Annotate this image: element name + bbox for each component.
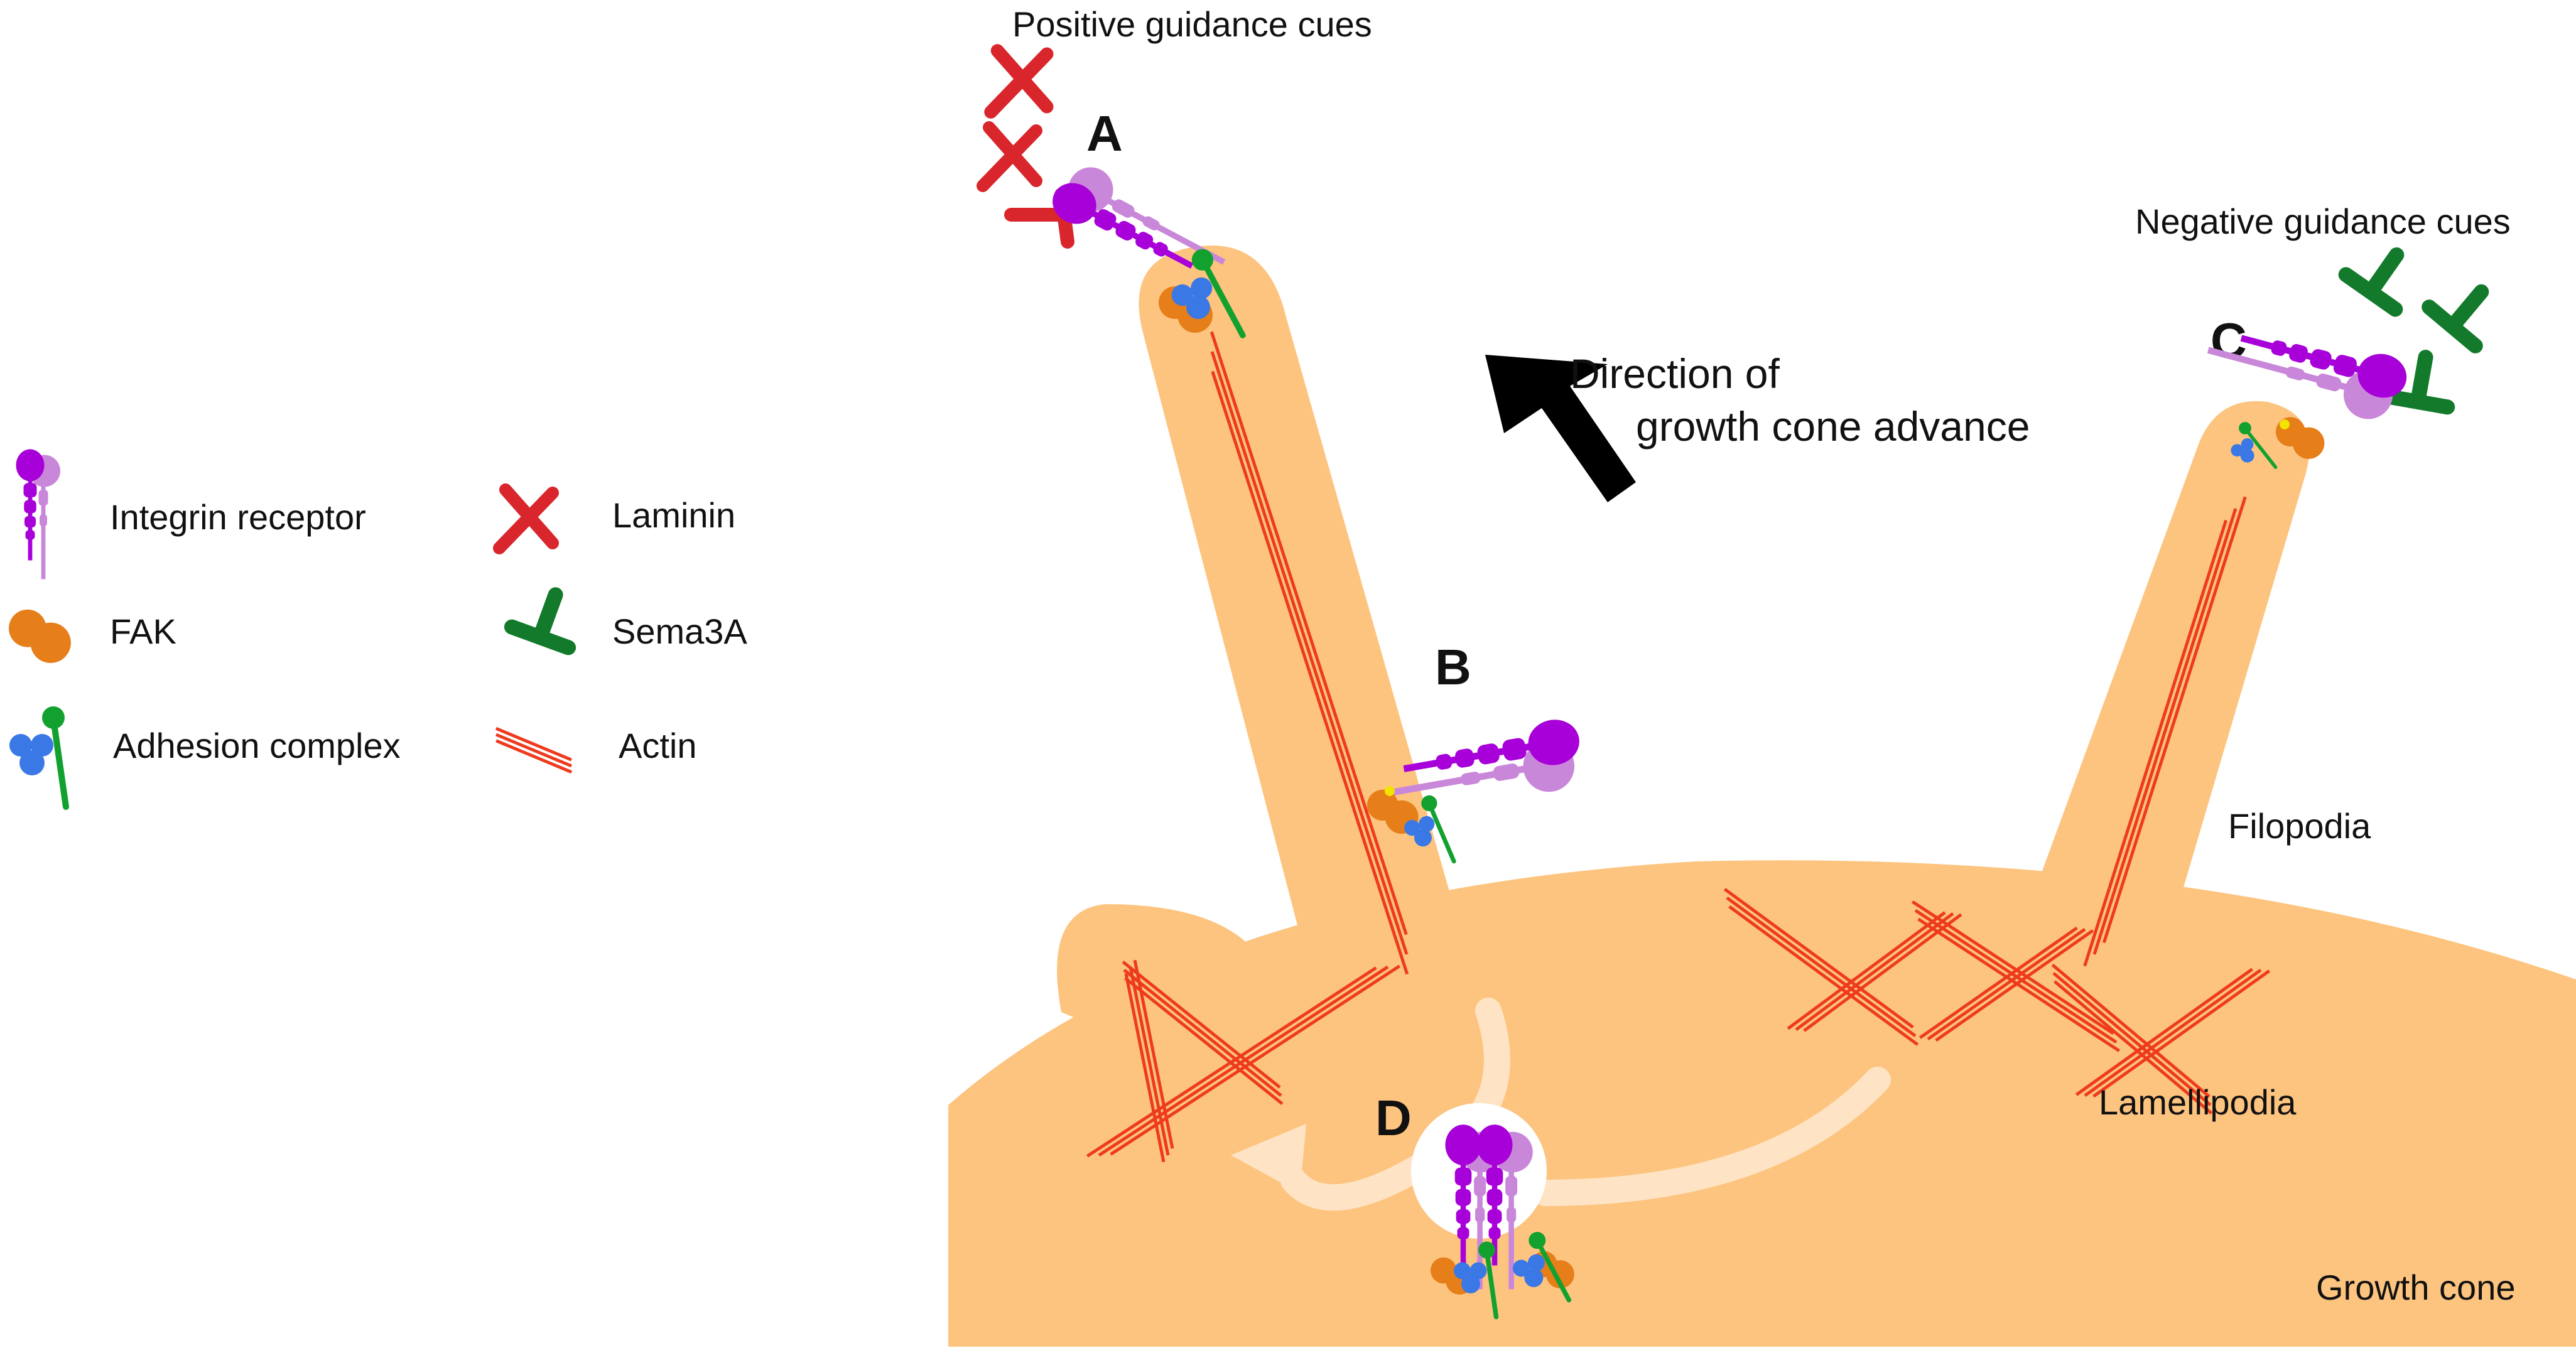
adhesion-complex-cluster-b bbox=[1404, 795, 1456, 864]
sema3a-icon bbox=[2422, 284, 2489, 353]
actin-filopodium-right bbox=[2083, 496, 2247, 967]
actin-filament bbox=[2075, 968, 2271, 1098]
actin-filament bbox=[1723, 888, 1919, 1046]
positive-cues-label: Positive guidance cues bbox=[1012, 4, 1372, 44]
panel-label-d: D bbox=[1375, 1090, 1412, 1146]
filopodium-right bbox=[2035, 401, 2310, 892]
legend-fak-icon bbox=[9, 609, 71, 663]
legend-sema3a-label: Sema3A bbox=[612, 612, 747, 651]
actin-filament bbox=[1787, 911, 1962, 1032]
legend-fak-label: FAK bbox=[110, 612, 176, 651]
actin-filament bbox=[2051, 963, 2213, 1115]
phospho-marker-b bbox=[1385, 786, 1395, 796]
legend-adhesion-label: Adhesion complex bbox=[113, 726, 401, 765]
legend-integrin-label: Integrin receptor bbox=[110, 497, 366, 537]
integrin-cluster-a bbox=[1053, 167, 1226, 269]
lamellipodia-lobe bbox=[1057, 904, 1262, 1036]
sema3a-icon bbox=[2338, 247, 2405, 317]
panel-label-b: B bbox=[1435, 639, 1471, 695]
lamellipodia-label: Lamellipodia bbox=[2099, 1082, 2297, 1122]
receptor-clusters bbox=[1053, 167, 2407, 864]
actin-filopodium-left bbox=[1210, 331, 1409, 975]
legend: Integrin receptor FAK Adhesion complex L… bbox=[9, 449, 747, 810]
direction-arrow bbox=[1485, 355, 1636, 502]
legend-adhesion-complex-icon bbox=[9, 706, 69, 810]
filopodium-left bbox=[1139, 245, 1466, 964]
endosome-receptors bbox=[1431, 1124, 1574, 1320]
legend-sema3a-icon bbox=[504, 587, 576, 655]
legend-actin-label: Actin bbox=[619, 726, 697, 765]
integrin-cluster-c bbox=[2207, 335, 2407, 419]
integrin-cluster-b bbox=[1377, 720, 1579, 799]
sema3a-cues bbox=[2338, 247, 2489, 415]
laminin-icon bbox=[977, 121, 1042, 192]
adhesion-complex-endosome-right bbox=[1512, 1232, 1572, 1303]
laminin-icon bbox=[984, 44, 1054, 119]
direction-label-line1: Direction of bbox=[1570, 350, 1780, 397]
growth-cone-label: Growth cone bbox=[2316, 1268, 2516, 1307]
legend-laminin-icon bbox=[493, 483, 559, 554]
panel-label-a: A bbox=[1086, 105, 1123, 161]
legend-integrin-icon bbox=[16, 449, 60, 579]
integrin-endosome-right bbox=[1476, 1124, 1533, 1290]
actin-filament bbox=[1918, 926, 2094, 1042]
phospho-marker-c bbox=[2280, 419, 2290, 429]
negative-cues-label: Negative guidance cues bbox=[2135, 202, 2511, 241]
adhesion-complex-cluster-a bbox=[1171, 249, 1246, 338]
actin-filament bbox=[1124, 959, 1174, 1163]
actin-filament bbox=[1122, 961, 1284, 1105]
adhesion-complex-cluster-c bbox=[2231, 422, 2278, 469]
filopodia-label: Filopodia bbox=[2228, 806, 2371, 846]
direction-label-line2: growth cone advance bbox=[1636, 403, 2030, 450]
actin-filament bbox=[1086, 964, 1401, 1158]
legend-actin-icon bbox=[495, 726, 573, 774]
actin-bundles bbox=[1086, 331, 2271, 1163]
legend-laminin-label: Laminin bbox=[612, 495, 735, 535]
adhesion-complex-endosome-left bbox=[1454, 1241, 1499, 1320]
sema3a-icon bbox=[2380, 350, 2455, 415]
